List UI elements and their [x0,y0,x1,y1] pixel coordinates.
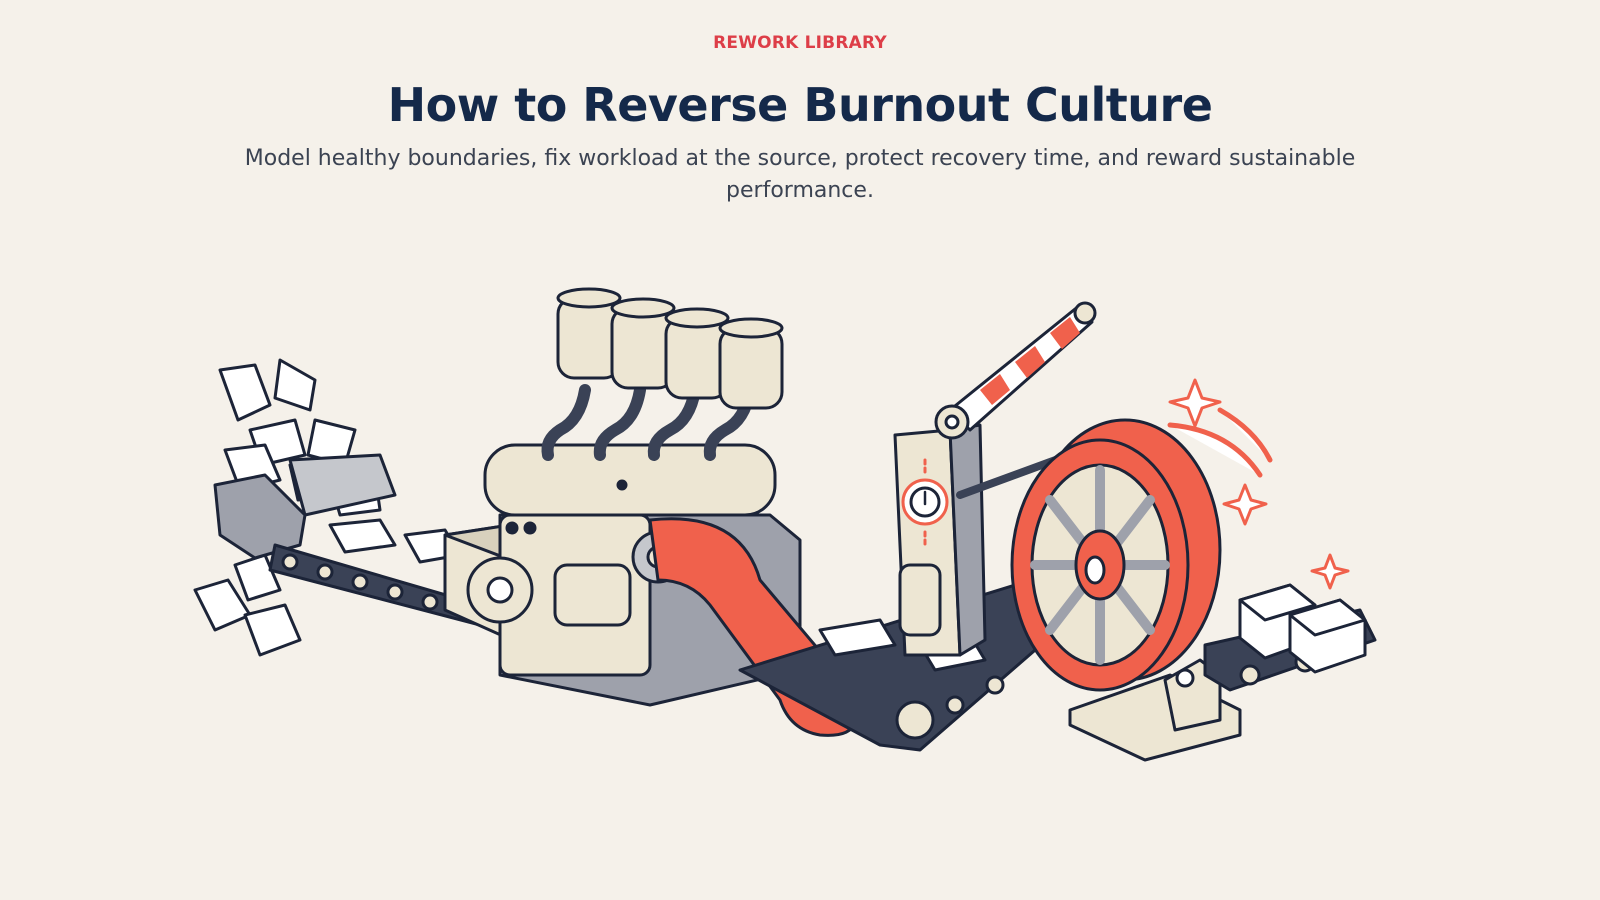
engine-cylinders [556,287,784,410]
burnout-machine-illustration [193,287,1377,762]
paper-stacks [1238,583,1367,674]
input-hopper [213,473,307,560]
flywheel [1010,418,1222,692]
gauge-tower [893,423,987,657]
page-subtitle: Model healthy boundaries, fix workload a… [244,146,1356,203]
sparkle-icons [1167,378,1350,590]
barrier-arm [934,301,1097,440]
section-label[interactable]: REWORK LIBRARY [713,33,887,53]
page-title: How to Reverse Burnout Culture [387,78,1213,132]
